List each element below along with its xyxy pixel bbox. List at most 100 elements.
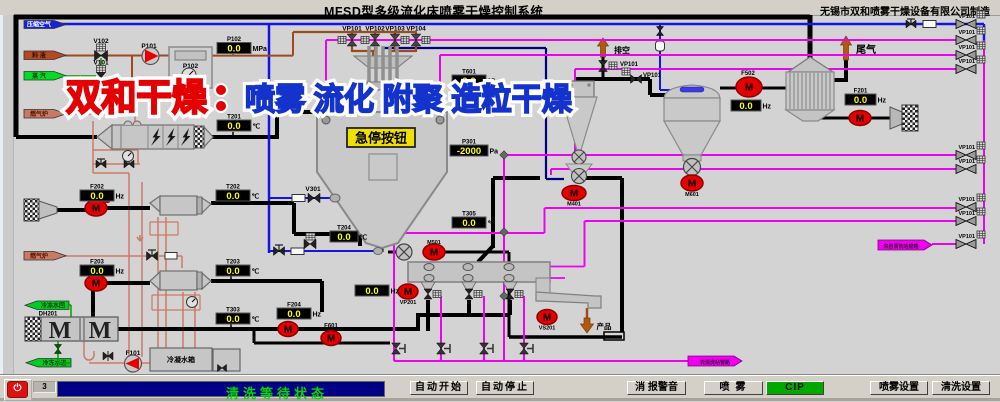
svg-text:VP101: VP101 xyxy=(958,59,975,65)
svg-text:M601: M601 xyxy=(685,192,699,198)
svg-text:VP101: VP101 xyxy=(620,62,639,68)
svg-text:去清洗站管路: 去清洗站管路 xyxy=(700,359,731,366)
svg-text:VP103: VP103 xyxy=(385,26,405,33)
svg-text:V102: V102 xyxy=(93,38,109,45)
svg-text:MPa: MPa xyxy=(253,46,268,53)
svg-text:P301: P301 xyxy=(462,140,477,146)
svg-text:-2000: -2000 xyxy=(457,146,481,157)
svg-text:℃: ℃ xyxy=(488,220,496,228)
svg-text:℃: ℃ xyxy=(252,268,260,276)
svg-text:M501: M501 xyxy=(427,240,441,246)
svg-text:℃: ℃ xyxy=(252,193,260,201)
svg-text:来自清洗站管路: 来自清洗站管路 xyxy=(882,243,919,250)
svg-text:℃: ℃ xyxy=(488,78,496,86)
svg-text:0.0: 0.0 xyxy=(462,218,475,229)
svg-text:Hz: Hz xyxy=(116,269,125,276)
svg-text:F203: F203 xyxy=(90,260,104,266)
svg-text:℃: ℃ xyxy=(360,234,368,242)
svg-text:0.0: 0.0 xyxy=(227,44,240,55)
svg-text:M: M xyxy=(284,325,292,336)
svg-text:VP101: VP101 xyxy=(342,26,362,33)
svg-text:VP101: VP101 xyxy=(958,14,975,20)
svg-text:VP101: VP101 xyxy=(958,145,975,151)
svg-text:尾气: 尾气 xyxy=(856,43,876,56)
svg-text:0.0: 0.0 xyxy=(739,101,752,112)
svg-text:产品: 产品 xyxy=(597,321,612,331)
svg-text:VP102: VP102 xyxy=(365,26,385,33)
svg-text:T203: T203 xyxy=(226,260,240,266)
svg-text:M: M xyxy=(89,318,112,344)
svg-text:M: M xyxy=(404,287,412,298)
svg-text:0.0: 0.0 xyxy=(226,266,239,277)
svg-text:双和干燥: 双和干燥 xyxy=(66,77,208,118)
svg-text:0.0: 0.0 xyxy=(337,232,350,243)
svg-text:蒸 汽: 蒸 汽 xyxy=(32,72,46,80)
svg-text:T202: T202 xyxy=(226,185,240,191)
svg-text:0.0: 0.0 xyxy=(365,286,378,297)
svg-text:VP101: VP101 xyxy=(958,45,975,51)
svg-text:M: M xyxy=(92,204,100,215)
svg-text:0.0: 0.0 xyxy=(854,95,867,106)
svg-text:P102: P102 xyxy=(227,37,242,43)
svg-text:急停按钮: 急停按钮 xyxy=(355,131,407,146)
svg-text:冷冻水进: 冷冻水进 xyxy=(42,359,66,367)
svg-text:DH201: DH201 xyxy=(39,312,58,318)
svg-text:压缩空气: 压缩空气 xyxy=(27,21,51,29)
svg-text:M: M xyxy=(327,334,335,345)
svg-text:Hz: Hz xyxy=(116,194,125,201)
svg-text:F101: F101 xyxy=(126,350,141,357)
svg-text:Hz: Hz xyxy=(763,104,772,111)
svg-text:M: M xyxy=(745,83,753,94)
svg-text:F202: F202 xyxy=(90,185,104,191)
svg-text:喷雾 流化 附聚 造粒干燥: 喷雾 流化 附聚 造粒干燥 xyxy=(245,82,573,117)
svg-text:燃气炉: 燃气炉 xyxy=(30,110,48,118)
svg-text:M401: M401 xyxy=(567,202,581,208)
svg-text:T201: T201 xyxy=(227,115,241,121)
svg-text:T601: T601 xyxy=(462,70,476,76)
svg-text:V101: V101 xyxy=(93,60,109,67)
svg-text:T303: T303 xyxy=(226,308,240,314)
svg-text:Hz: Hz xyxy=(391,289,400,296)
svg-text:Pa: Pa xyxy=(490,149,499,156)
svg-text:T204: T204 xyxy=(337,226,351,232)
svg-text:P101: P101 xyxy=(141,43,157,50)
svg-text:Hz: Hz xyxy=(313,312,322,319)
svg-text:0.0: 0.0 xyxy=(226,314,239,325)
svg-text:0.0: 0.0 xyxy=(227,121,240,132)
svg-text:Hz: Hz xyxy=(878,98,887,105)
svg-text:F201: F201 xyxy=(854,89,868,95)
svg-text:喷雾 流化 附聚 造粒干燥: 喷雾 流化 附聚 造粒干燥 xyxy=(245,82,573,117)
svg-text:料 液: 料 液 xyxy=(32,52,47,60)
svg-text:F204: F204 xyxy=(287,303,301,309)
svg-text:VP101: VP101 xyxy=(643,73,662,79)
svg-text:VP101: VP101 xyxy=(958,197,975,203)
svg-text:0.0: 0.0 xyxy=(226,191,239,202)
svg-text:VP101: VP101 xyxy=(958,30,975,36)
svg-text:℃: ℃ xyxy=(253,123,261,131)
svg-text:VP201: VP201 xyxy=(400,300,417,306)
svg-text:VP101: VP101 xyxy=(958,159,975,165)
svg-text:M: M xyxy=(688,179,696,190)
svg-text:P102: P102 xyxy=(183,63,199,70)
svg-text:燃气炉: 燃气炉 xyxy=(30,252,48,260)
svg-text:℃: ℃ xyxy=(252,316,260,324)
svg-text:VP101: VP101 xyxy=(958,211,975,217)
svg-text:M: M xyxy=(543,313,551,324)
svg-text:0.0: 0.0 xyxy=(90,191,103,202)
svg-text:M: M xyxy=(49,318,72,344)
svg-text:M: M xyxy=(856,114,864,125)
svg-text:排空: 排空 xyxy=(614,45,630,55)
svg-text:M: M xyxy=(430,248,438,259)
svg-text:冷凝水箱: 冷凝水箱 xyxy=(167,355,195,364)
svg-text:M: M xyxy=(570,189,578,200)
svg-text:M: M xyxy=(92,279,100,290)
svg-text:VS201: VS201 xyxy=(539,326,556,332)
svg-text:V301: V301 xyxy=(305,186,321,193)
svg-text:VP101: VP101 xyxy=(958,234,975,240)
svg-text:双和干燥: 双和干燥 xyxy=(66,77,208,118)
svg-text:T305: T305 xyxy=(462,212,476,218)
svg-text:0.0: 0.0 xyxy=(462,76,475,87)
svg-text:VP104: VP104 xyxy=(406,26,426,33)
svg-text:F502: F502 xyxy=(741,71,755,77)
svg-text:0.0: 0.0 xyxy=(287,309,300,320)
